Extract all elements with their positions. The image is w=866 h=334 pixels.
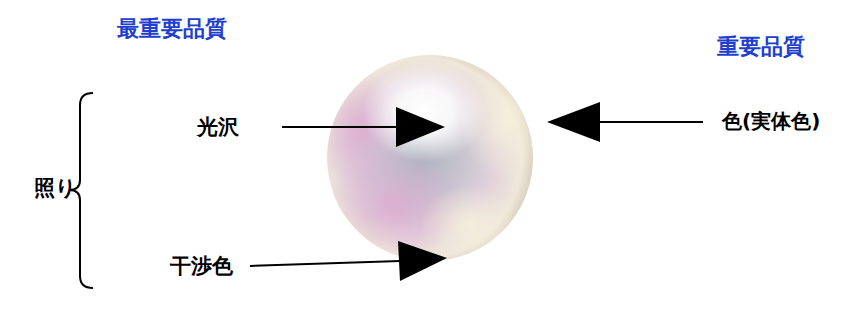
quality-heading: 最重要品質: [117, 16, 227, 41]
leader-arrow: [250, 241, 447, 281]
leader-arrow: [547, 102, 703, 142]
term-label: 照り: [34, 176, 77, 200]
term-label: 色(実体色): [722, 110, 820, 133]
leader-arrow: [282, 107, 445, 147]
term-label: 光沢: [197, 115, 239, 139]
term-label: 干渉色: [170, 254, 233, 278]
pearl: [315, 55, 550, 265]
quality-heading: 重要品質: [717, 34, 805, 59]
